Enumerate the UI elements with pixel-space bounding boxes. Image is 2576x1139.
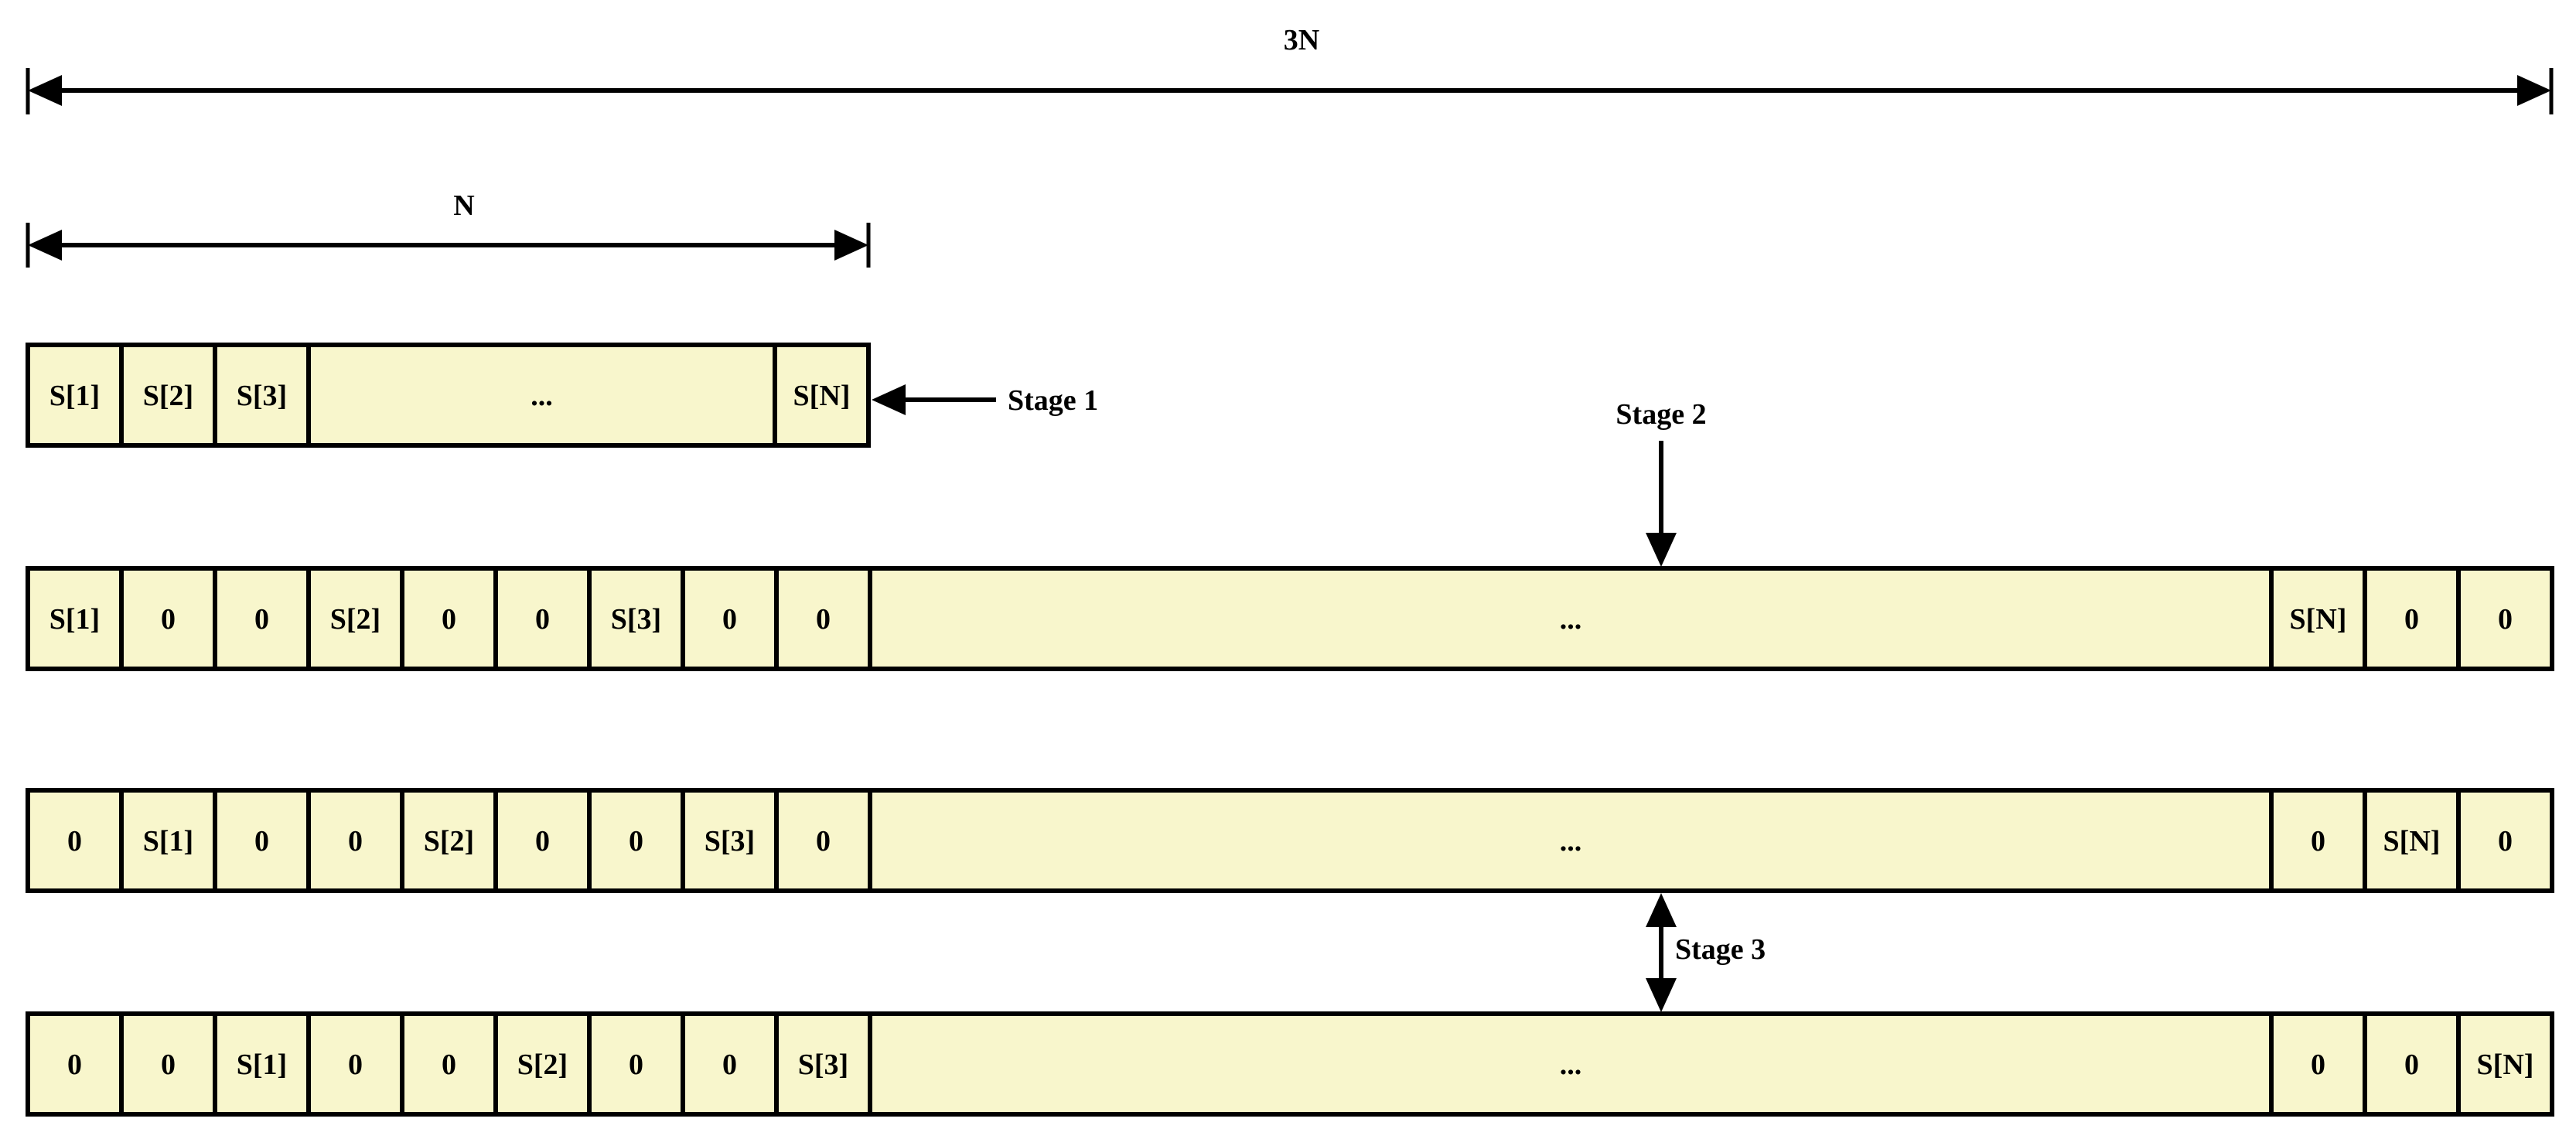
sample-cell-s2: S[2]: [330, 603, 380, 636]
cell-box: [681, 788, 779, 893]
zero-cell: 0: [442, 1049, 456, 1081]
zero-cell: 0: [254, 825, 269, 858]
segment-length-dimension: N: [26, 189, 871, 268]
cell-box: [587, 566, 685, 671]
cell-box: [773, 343, 871, 448]
stage-1-label: Stage 1: [1008, 384, 1098, 417]
cell-box: [774, 788, 872, 893]
cell-box: [2363, 788, 2461, 893]
cell-box: [213, 566, 311, 671]
zero-cell: 0: [442, 603, 456, 636]
zero-cell: 0: [161, 1049, 176, 1081]
cell-box: [868, 1011, 2274, 1117]
zero-cell: 0: [254, 603, 269, 636]
zero-cell: 0: [2311, 825, 2325, 858]
stage-3-arrow-up-head: [1646, 893, 1677, 927]
zero-cell: 0: [722, 1049, 737, 1081]
sample-cell-s3: S[3]: [705, 825, 755, 858]
cell-box: [306, 1011, 404, 1117]
sample-cell-s3: S[3]: [611, 603, 661, 636]
cell-box: [306, 566, 404, 671]
zero-cell: 0: [629, 825, 643, 858]
segment-length-label: N: [453, 189, 474, 222]
sample-cell-s1: S[1]: [143, 825, 193, 858]
zero-cell: 0: [816, 603, 831, 636]
stage-1-arrow-head: [872, 384, 906, 415]
sample-cell-sn: S[N]: [793, 380, 851, 412]
stage-2-arrow-head: [1646, 533, 1677, 567]
zero-cell: 0: [348, 1049, 363, 1081]
cell-box: [26, 566, 124, 671]
zero-cell: 0: [2311, 1049, 2325, 1081]
zero-cell: 0: [535, 603, 550, 636]
cell-box: [493, 788, 592, 893]
sample-cell-s3: S[3]: [237, 380, 287, 412]
cell-box: [2456, 788, 2554, 893]
zero-cell: 0: [535, 825, 550, 858]
zero-cell: 0: [67, 825, 82, 858]
zero-cell: 0: [2498, 603, 2513, 636]
cell-box: [774, 1011, 872, 1117]
total-length-label: 3N: [1284, 24, 1319, 56]
zero-cell: 0: [161, 603, 176, 636]
zero-cell: 0: [816, 825, 831, 858]
cell-box: [306, 343, 777, 448]
zero-cell: 0: [2498, 825, 2513, 858]
segment-arrow-left-head: [28, 230, 62, 261]
cell-box: [400, 566, 498, 671]
stage-2-row-a: S[1] 0 0 S[2] 0 0 S[3] 0 0... S[N] 0 0: [26, 566, 2554, 671]
total-arrow-right-head: [2517, 75, 2551, 106]
cell-box: [119, 1011, 217, 1117]
ellipsis-cell: ...: [1560, 603, 1582, 636]
stage-2-label: Stage 2: [1616, 398, 1706, 431]
cell-box: [587, 1011, 685, 1117]
cell-box: [2269, 1011, 2367, 1117]
stage-2-row-b: 0 S[1] 0 0 S[2] 0 0 S[3] 0... 0 S[N] 0: [26, 788, 2554, 893]
cell-box: [2456, 566, 2554, 671]
sample-cell-sn: S[N]: [2290, 603, 2347, 636]
ellipsis-cell: ...: [531, 380, 553, 412]
sample-cell-s2: S[2]: [517, 1049, 568, 1081]
stage-2-annotation: Stage 2: [1616, 398, 1707, 567]
zero-cell: 0: [67, 1049, 82, 1081]
cell-box: [2363, 566, 2461, 671]
zero-cell: 0: [2404, 603, 2419, 636]
sample-cell-s3: S[3]: [798, 1049, 848, 1081]
sample-cell-sn: S[N]: [2477, 1049, 2534, 1081]
cell-box: [681, 566, 779, 671]
cell-box: [26, 343, 124, 448]
stage-3-row: 0 0 S[1] 0 0 S[2] 0 0 S[3]... 0 0 S[N]: [26, 1011, 2554, 1117]
stage-1-annotation: Stage 1: [872, 384, 1098, 417]
ellipsis-cell: ...: [1560, 1049, 1582, 1081]
sample-cell-s1: S[1]: [49, 603, 100, 636]
zero-cell: 0: [348, 825, 363, 858]
sample-cell-s2: S[2]: [424, 825, 474, 858]
sample-cell-s1: S[1]: [49, 380, 100, 412]
stage-3-annotation: Stage 3: [1646, 893, 1766, 1012]
stage-3-arrow-down-head: [1646, 978, 1677, 1012]
stage-1-row: S[1] S[2] S[3]... S[N]: [26, 343, 871, 448]
cell-box: [400, 788, 498, 893]
sample-cell-s2: S[2]: [143, 380, 193, 412]
cell-box: [774, 566, 872, 671]
ellipsis-cell: ...: [1560, 825, 1582, 858]
stage-3-label: Stage 3: [1675, 933, 1766, 966]
cell-box: [868, 788, 2274, 893]
cell-box: [2456, 1011, 2554, 1117]
cell-box: [493, 566, 592, 671]
sample-cell-sn: S[N]: [2383, 825, 2441, 858]
sample-cell-s1: S[1]: [237, 1049, 287, 1081]
total-arrow-left-head: [28, 75, 62, 106]
segment-arrow-right-head: [834, 230, 868, 261]
cell-box: [2269, 788, 2367, 893]
zero-cell: 0: [629, 1049, 643, 1081]
cell-box: [400, 1011, 498, 1117]
total-length-dimension: 3N: [26, 24, 2554, 114]
zero-cell: 0: [722, 603, 737, 636]
zero-cell: 0: [2404, 1049, 2419, 1081]
